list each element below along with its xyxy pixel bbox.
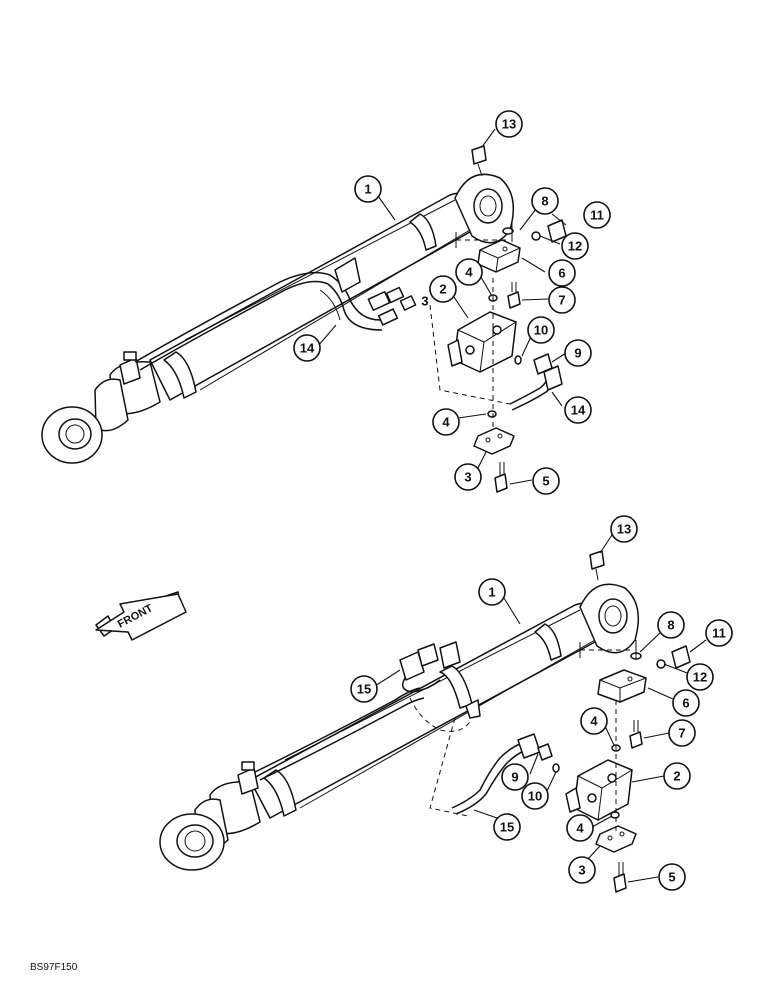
bottom-bolts xyxy=(613,720,643,893)
callout-14-top-left: 14 xyxy=(293,334,321,362)
svg-text:11: 11 xyxy=(590,208,604,223)
callout-13-bottom: 13 xyxy=(610,515,638,543)
svg-text:15: 15 xyxy=(500,820,514,835)
svg-text:12: 12 xyxy=(568,239,582,254)
callout-15-bottom-lower: 15 xyxy=(493,813,521,841)
bottom-adapter-fittings xyxy=(671,645,691,669)
callout-10-bottom: 10 xyxy=(521,782,549,810)
callout-3-bottom: 3 xyxy=(568,856,596,884)
top-spacer-block xyxy=(477,239,521,273)
callout-6-top: 6 xyxy=(548,259,576,287)
callout-14-top-right: 14 xyxy=(564,396,592,424)
callout-8-bottom: 8 xyxy=(657,611,685,639)
svg-text:14: 14 xyxy=(571,403,586,418)
svg-text:4: 4 xyxy=(576,821,584,836)
callout-2-top: 2 xyxy=(429,275,457,303)
top-cylinder-barrel xyxy=(149,173,515,401)
callout-5-top: 5 xyxy=(532,467,560,495)
svg-text:4: 4 xyxy=(465,265,473,280)
callout-1-top: 1 xyxy=(354,175,382,203)
bottom-grease-fitting xyxy=(589,550,605,581)
callout-5-bottom: 5 xyxy=(658,863,686,891)
bottom-valve-block xyxy=(565,759,633,821)
callout-12-top: 12 xyxy=(561,232,589,260)
svg-text:8: 8 xyxy=(667,618,674,633)
callout-11-top: 11 xyxy=(583,201,611,229)
svg-text:10: 10 xyxy=(534,323,548,338)
bottom-leaders xyxy=(374,534,707,883)
top-valve-block xyxy=(447,311,517,373)
top-cylinder-assembly xyxy=(41,145,567,493)
svg-text:3: 3 xyxy=(464,470,471,485)
bottom-cylinder-head-end xyxy=(159,761,261,871)
callout-13-top: 13 xyxy=(495,110,523,138)
svg-text:13: 13 xyxy=(617,522,631,537)
bottom-hose-lines xyxy=(254,641,471,781)
top-hose-fittings xyxy=(367,286,417,326)
top-cylinder-head-end xyxy=(41,351,161,464)
callout-4-top-lower: 4 xyxy=(432,408,460,436)
svg-text:11: 11 xyxy=(712,626,726,641)
svg-text:6: 6 xyxy=(558,266,565,281)
callout-9-top: 9 xyxy=(564,339,592,367)
svg-text:9: 9 xyxy=(574,346,581,361)
svg-text:3: 3 xyxy=(421,294,428,309)
callout-10-top: 10 xyxy=(527,316,555,344)
svg-text:10: 10 xyxy=(528,789,542,804)
svg-text:7: 7 xyxy=(558,293,565,308)
bottom-o-rings xyxy=(552,652,666,819)
svg-text:5: 5 xyxy=(668,870,675,885)
svg-text:12: 12 xyxy=(693,670,707,685)
svg-text:9: 9 xyxy=(511,770,518,785)
top-grease-fitting xyxy=(471,145,487,177)
svg-text:14: 14 xyxy=(300,341,315,356)
svg-text:4: 4 xyxy=(442,415,450,430)
callout-4-top-upper: 4 xyxy=(455,258,483,286)
svg-text:6: 6 xyxy=(682,696,689,711)
svg-text:3: 3 xyxy=(578,863,585,878)
callout-9-bottom: 9 xyxy=(501,763,529,791)
top-mounting-plate xyxy=(473,427,515,455)
svg-text:2: 2 xyxy=(673,769,680,784)
callout-7-top: 7 xyxy=(548,286,576,314)
svg-text:7: 7 xyxy=(678,726,685,741)
callout-4-bottom-lower: 4 xyxy=(566,814,594,842)
bottom-loose-hose xyxy=(451,733,553,815)
top-elbow-hose xyxy=(509,365,563,411)
svg-text:2: 2 xyxy=(439,282,446,297)
callout-15-bottom-upper: 15 xyxy=(350,675,378,703)
svg-text:1: 1 xyxy=(364,182,371,197)
top-bolts xyxy=(494,282,521,493)
bottom-cylinder-barrel xyxy=(249,583,640,819)
callout-3-top-small: 3 xyxy=(421,294,428,309)
callout-12-bottom: 12 xyxy=(686,663,714,691)
bottom-spacer-block xyxy=(597,669,647,703)
svg-text:5: 5 xyxy=(542,474,549,489)
figure-reference-code: BS97F150 xyxy=(30,962,78,973)
bottom-cylinder-assembly xyxy=(159,550,691,893)
top-o-rings xyxy=(487,227,541,418)
top-callouts: 13 1 8 11 12 6 7 4 xyxy=(293,110,611,495)
top-hose-lines xyxy=(134,257,383,371)
svg-text:4: 4 xyxy=(590,714,598,729)
front-direction-arrow: FRONT xyxy=(95,591,187,641)
bottom-mounting-plate xyxy=(595,825,637,853)
svg-text:8: 8 xyxy=(541,194,548,209)
svg-text:13: 13 xyxy=(502,117,516,132)
callout-2-bottom: 2 xyxy=(663,762,691,790)
callout-6-bottom: 6 xyxy=(672,689,700,717)
callout-11-bottom: 11 xyxy=(705,619,733,647)
callout-3-top: 3 xyxy=(454,463,482,491)
callout-8-top: 8 xyxy=(531,187,559,215)
bottom-callouts: 13 1 8 11 12 6 15 4 xyxy=(350,515,733,891)
callout-1-bottom: 1 xyxy=(478,578,506,606)
callout-4-bottom-upper: 4 xyxy=(580,707,608,735)
svg-text:1: 1 xyxy=(488,585,495,600)
svg-text:15: 15 xyxy=(357,682,371,697)
callout-7-bottom: 7 xyxy=(668,719,696,747)
